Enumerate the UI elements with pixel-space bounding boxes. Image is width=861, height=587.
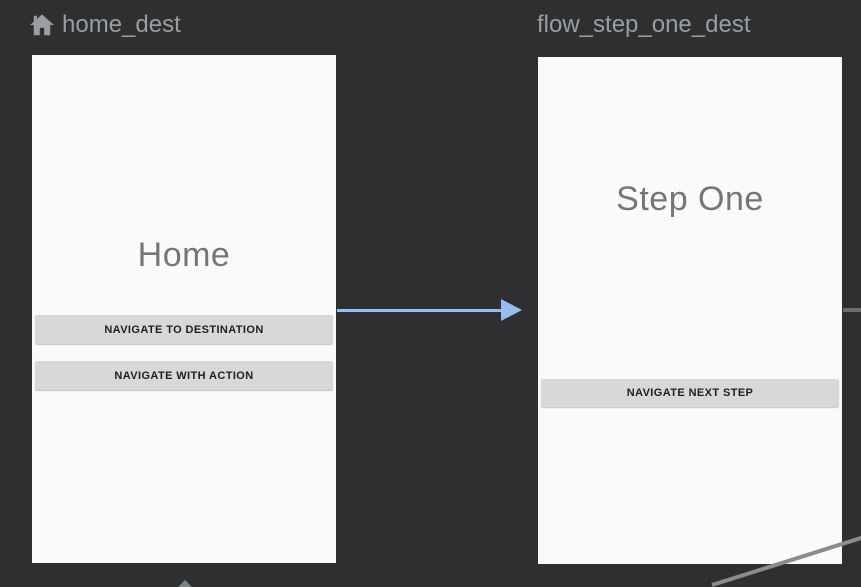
action-arrowhead-up-icon [178,580,192,587]
home-screen-title: Home [137,236,231,274]
destination-label: home_dest [62,11,181,38]
destination-header-flow-step-one-dest[interactable]: flow_step_one_dest [537,11,751,39]
action-arrowhead-icon [501,299,522,321]
preview-button-navigate-with-action: NAVIGATE WITH ACTION [35,361,333,390]
preview-button-navigate-to-destination: NAVIGATE TO DESTINATION [35,315,333,344]
destination-label: flow_step_one_dest [537,11,751,38]
preview-button-navigate-next-step: NAVIGATE NEXT STEP [541,379,839,407]
action-arrow-line[interactable] [337,309,502,312]
destination-header-home-dest[interactable]: home_dest [29,11,181,39]
destination-card-home-dest[interactable]: Home NAVIGATE TO DESTINATION NAVIGATE WI… [32,55,336,563]
action-line-fragment-right[interactable] [843,308,861,312]
home-icon [29,12,55,38]
step-one-screen-title: Step One [616,180,764,218]
destination-card-flow-step-one-dest[interactable]: Step One NAVIGATE NEXT STEP [538,57,842,564]
